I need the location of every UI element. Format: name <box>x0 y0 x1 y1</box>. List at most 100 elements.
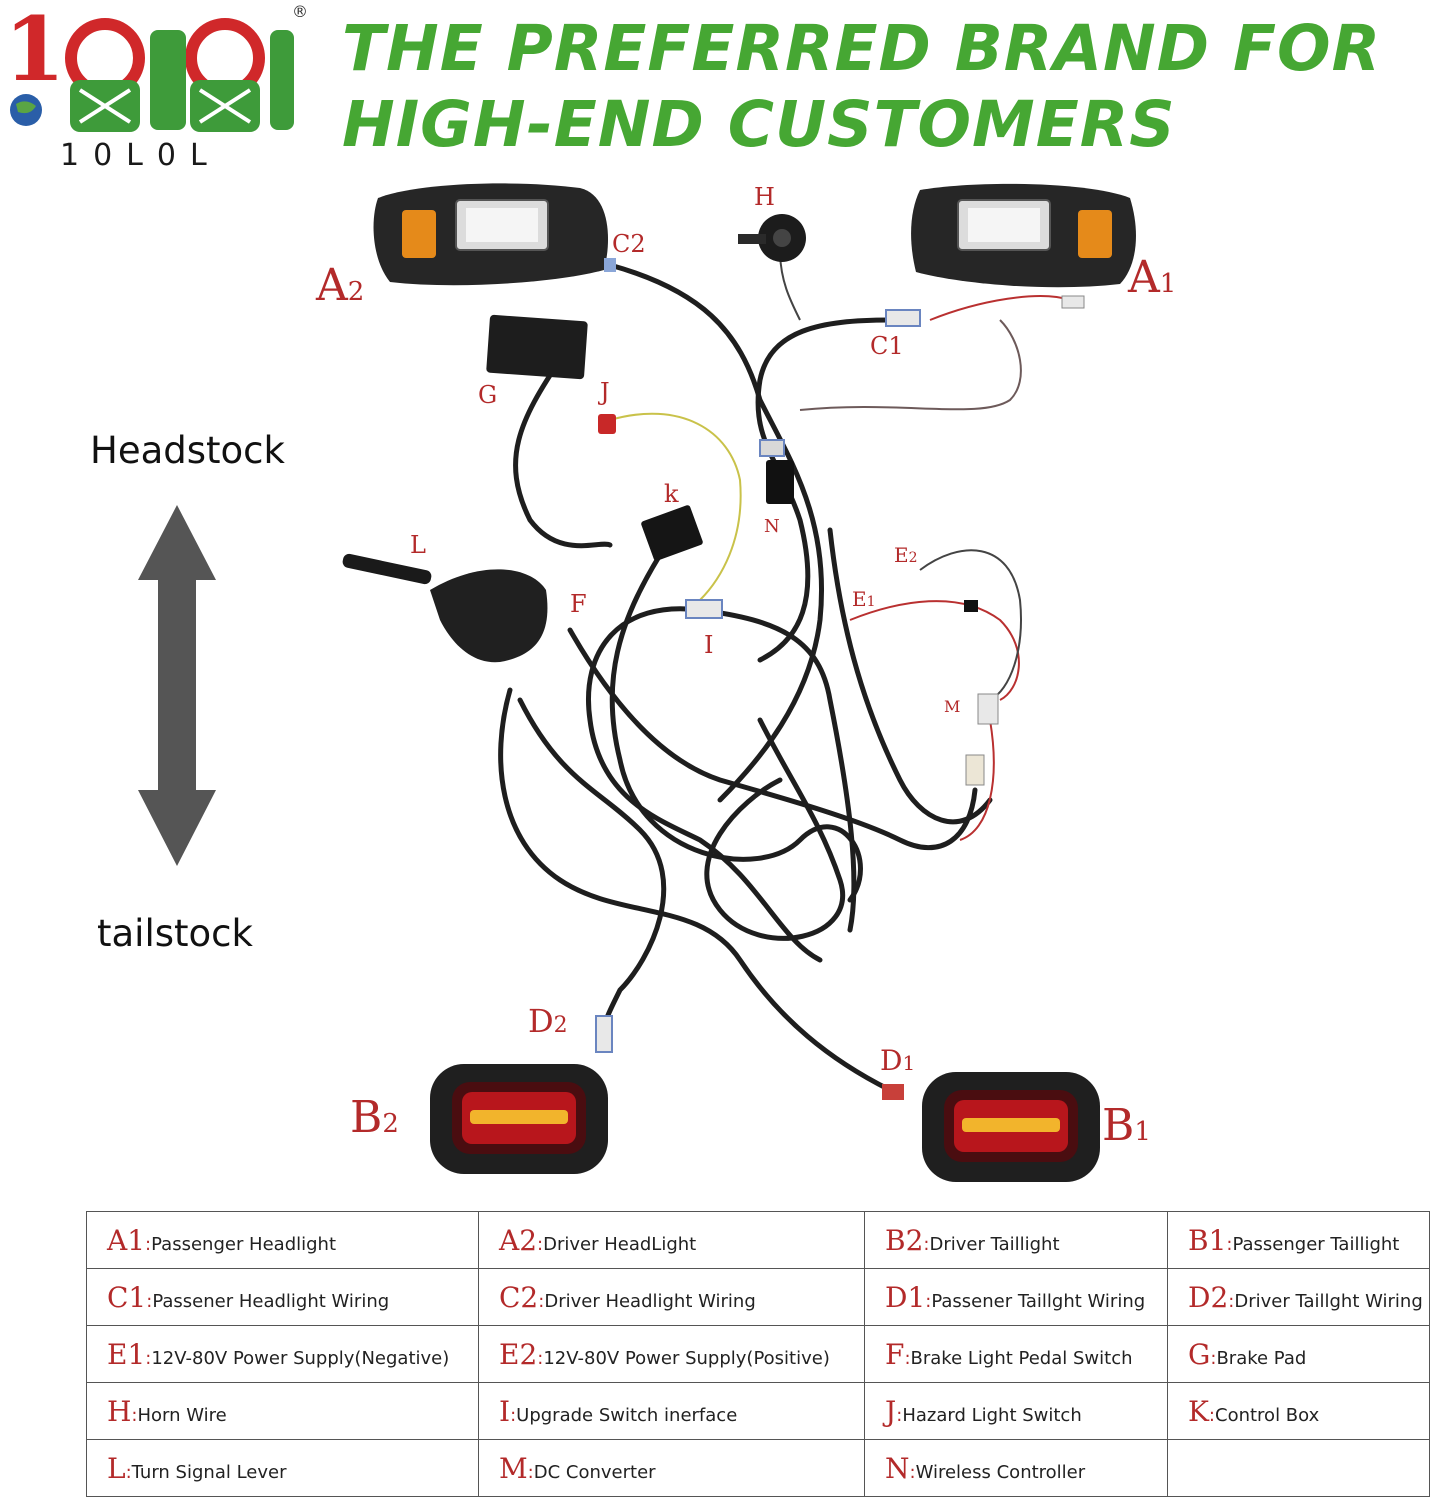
legend-cell: L:Turn Signal Lever <box>86 1439 479 1497</box>
legend-code: C2 <box>499 1280 539 1314</box>
label-f: F <box>570 590 587 618</box>
legend-text: Passenger Headlight <box>151 1233 337 1255</box>
legend-text: Upgrade Switch inerface <box>516 1404 738 1426</box>
legend-colon: : <box>1228 1290 1235 1312</box>
connectors <box>595 258 1085 1100</box>
legend-cell: E1:12V-80V Power Supply(Negative) <box>86 1325 479 1383</box>
legend-cell: J:Hazard Light Switch <box>864 1382 1168 1440</box>
legend-text: Passenger Taillight <box>1232 1233 1400 1255</box>
legend-colon: : <box>146 1290 153 1312</box>
legend-colon: : <box>125 1461 132 1483</box>
label-g: G <box>478 381 497 409</box>
legend-colon: : <box>1210 1347 1217 1369</box>
legend-code: E2 <box>499 1337 538 1371</box>
turn-signal-lever <box>342 553 548 663</box>
passenger-headlight <box>911 183 1136 288</box>
legend-text: Turn Signal Lever <box>131 1461 287 1483</box>
label-c2: C2 <box>612 230 646 258</box>
legend-text: Driver Headlight Wiring <box>544 1290 756 1312</box>
legend-code: A1 <box>107 1223 146 1257</box>
legend-code: J <box>885 1394 897 1428</box>
legend-text: Passener Headlight Wiring <box>152 1290 390 1312</box>
legend-cell: B2:Driver Taillight <box>864 1211 1168 1269</box>
legend-text: Hazard Light Switch <box>902 1404 1082 1426</box>
legend-text: Brake Pad <box>1216 1347 1307 1369</box>
legend-cell: F:Brake Light Pedal Switch <box>864 1325 1168 1383</box>
label-i: I <box>704 631 713 659</box>
headline-line-1: THE PREFERRED BRAND FOR <box>342 12 1382 85</box>
legend-code: B1 <box>1188 1223 1227 1257</box>
wiring-diagram: Headstock tailstock A2 A1 C2 C1 H G J N … <box>90 183 1176 1182</box>
legend-code: B2 <box>885 1223 924 1257</box>
label-h: H <box>754 183 775 211</box>
legend-colon: : <box>537 1233 544 1255</box>
legend-code: E1 <box>107 1337 146 1371</box>
legend-colon: : <box>510 1404 517 1426</box>
legend-code: D1 <box>885 1280 926 1314</box>
brand-logo: 1 ® 10L0L <box>0 0 330 180</box>
legend-cell <box>1167 1439 1430 1497</box>
legend-colon: : <box>1208 1404 1215 1426</box>
legend-code: D2 <box>1188 1280 1229 1314</box>
direction-arrow-icon <box>138 505 216 866</box>
wireless-controller <box>766 460 794 504</box>
legend-cell: B1:Passenger Taillight <box>1167 1211 1430 1269</box>
legend-code: G <box>1188 1337 1211 1371</box>
legend-text: Driver HeadLight <box>543 1233 697 1255</box>
harness-wires <box>498 262 993 1093</box>
label-c1: C1 <box>870 332 904 360</box>
label-a2: A2 <box>315 260 364 311</box>
legend-colon: : <box>923 1233 930 1255</box>
legend-code: C1 <box>107 1280 147 1314</box>
legend-colon: : <box>527 1461 534 1483</box>
logo-digit-one: 1 <box>4 0 65 101</box>
legend-cell: E2:12V-80V Power Supply(Positive) <box>478 1325 865 1383</box>
passenger-taillight <box>922 1072 1100 1182</box>
label-k: k <box>664 480 679 508</box>
legend-text: 12V-80V Power Supply(Negative) <box>151 1347 450 1369</box>
legend-colon: : <box>904 1347 911 1369</box>
legend-cell: C1:Passener Headlight Wiring <box>86 1268 479 1326</box>
legend-cell: H:Horn Wire <box>86 1382 479 1440</box>
legend-cell: I:Upgrade Switch inerface <box>478 1382 865 1440</box>
headstock-label: Headstock <box>90 429 286 472</box>
legend-code: N <box>885 1451 910 1485</box>
label-d1: D1 <box>880 1044 915 1077</box>
legend-code: M <box>499 1451 528 1485</box>
legend-colon: : <box>925 1290 932 1312</box>
legend-cell: A2:Driver HeadLight <box>478 1211 865 1269</box>
legend-cell: C2:Driver Headlight Wiring <box>478 1268 865 1326</box>
legend-cell: M:DC Converter <box>478 1439 865 1497</box>
legend-text: Passener Taillght Wiring <box>931 1290 1146 1312</box>
registered-mark: ® <box>292 2 308 21</box>
legend-cell: K:Control Box <box>1167 1382 1430 1440</box>
label-b1: B1 <box>1102 1100 1151 1151</box>
legend-cell: D2:Driver Taillght Wiring <box>1167 1268 1430 1326</box>
legend-text: Brake Light Pedal Switch <box>910 1347 1133 1369</box>
label-e2: E2 <box>894 543 918 567</box>
label-n: N <box>764 516 780 537</box>
brand-wordmark: 10L0L <box>60 138 221 173</box>
label-a1: A1 <box>1127 252 1176 303</box>
label-b2: B2 <box>350 1092 399 1143</box>
legend-colon: : <box>145 1233 152 1255</box>
legend-colon: : <box>896 1404 903 1426</box>
headline-line-2: HIGH-END CUSTOMERS <box>342 88 1176 161</box>
legend-text: Horn Wire <box>137 1404 227 1426</box>
label-j: J <box>597 378 610 406</box>
legend-colon: : <box>131 1404 138 1426</box>
logo-mark-icon: 1 <box>4 0 294 132</box>
legend-code: F <box>885 1337 905 1371</box>
legend-text: 12V-80V Power Supply(Positive) <box>543 1347 830 1369</box>
driver-taillight <box>430 1064 608 1174</box>
legend-code: L <box>107 1451 126 1485</box>
label-m: M <box>944 697 960 716</box>
legend-text: Wireless Controller <box>915 1461 1086 1483</box>
legend-cell: D1:Passener Taillght Wiring <box>864 1268 1168 1326</box>
legend-colon: : <box>145 1347 152 1369</box>
legend-colon: : <box>909 1461 916 1483</box>
